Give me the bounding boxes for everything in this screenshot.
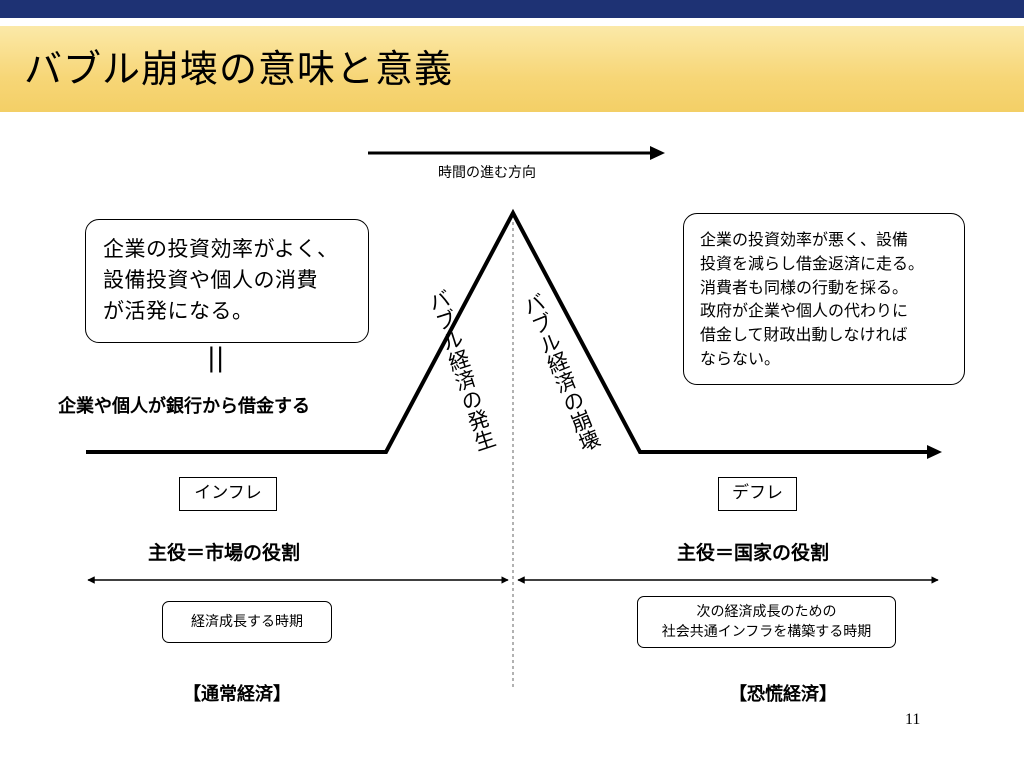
bust-line-1: 企業の投資効率が悪く、設備 bbox=[700, 230, 909, 249]
bust-description-box: 企業の投資効率が悪く、設備 投資を減らし借金返済に走る。 消費者も同様の行動を採… bbox=[683, 213, 965, 385]
deflation-label: デフレ bbox=[718, 477, 797, 511]
bust-line-5: 借金して財政出動しなければ bbox=[700, 325, 908, 345]
bust-line-2: 投資を減らし借金返済に走る。 bbox=[700, 253, 925, 273]
equals-symbol: || bbox=[207, 343, 225, 373]
borrowing-text: 企業や個人が銀行から借金する bbox=[58, 396, 310, 417]
top-color-bar bbox=[0, 0, 1024, 18]
economy-path-arrowhead bbox=[927, 445, 942, 459]
boom-line-1: 企業の投資効率がよく、 bbox=[103, 237, 339, 261]
infrastructure-line-1: 次の経済成長のための bbox=[696, 604, 837, 620]
page-number: 11 bbox=[905, 711, 921, 728]
title-band bbox=[0, 26, 1024, 112]
time-direction-label: 時間の進む方向 bbox=[438, 165, 536, 181]
infrastructure-line-2: 社会共通インフラを構築する時期 bbox=[661, 624, 872, 640]
role-market-label: 主役＝市場の役割 bbox=[148, 542, 301, 564]
inflation-label: インフレ bbox=[179, 477, 277, 511]
boom-line-3: が活発になる。 bbox=[103, 299, 254, 323]
normal-economy-label: 【通常経済】 bbox=[183, 684, 291, 705]
bust-line-6: ならない。 bbox=[700, 348, 781, 368]
time-arrow-head bbox=[650, 146, 665, 160]
infrastructure-period-box: 次の経済成長のための 社会共通インフラを構築する時期 bbox=[637, 596, 896, 648]
economy-path bbox=[86, 208, 927, 454]
bust-line-3: 消費者も同様の行動を採る。 bbox=[700, 277, 909, 297]
bust-line-4: 政府が企業や個人の代わりに bbox=[700, 301, 909, 321]
slide-title: バブル崩壊の意味と意義 bbox=[24, 47, 454, 91]
role-state-label: 主役＝国家の役割 bbox=[677, 542, 830, 564]
growth-period-box: 経済成長する時期 bbox=[162, 601, 332, 643]
depression-economy-label: 【恐慌経済】 bbox=[729, 684, 837, 705]
boom-description-box: 企業の投資効率がよく、 設備投資や個人の消費 が活発になる。 bbox=[85, 219, 369, 343]
boom-line-2: 設備投資や個人の消費 bbox=[103, 268, 318, 292]
